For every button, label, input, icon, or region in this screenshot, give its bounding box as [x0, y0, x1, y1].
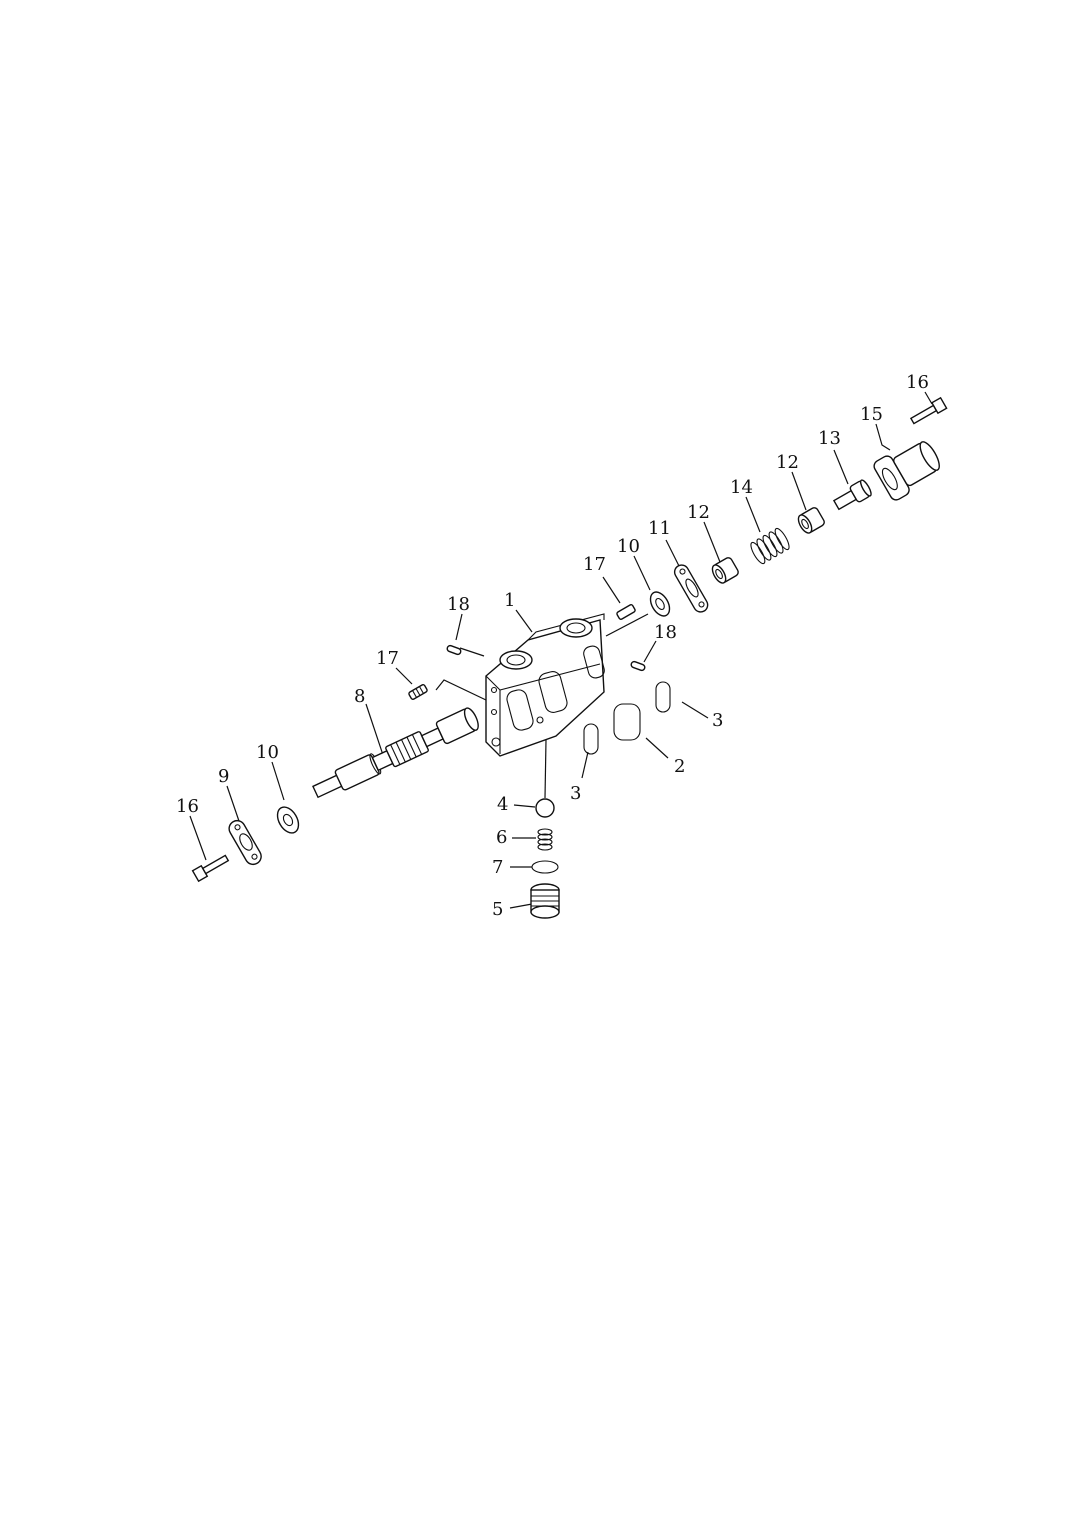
spool-icon: [312, 707, 479, 799]
plate-icon: [673, 564, 709, 613]
plug-icon: [408, 684, 428, 700]
spring-seat-icon: [797, 507, 825, 534]
callout-label: 18: [654, 622, 677, 643]
spool-cover-icon: [873, 441, 940, 501]
seal-icon: [649, 591, 671, 617]
callout-label: 6: [496, 827, 507, 848]
spring-icon: [750, 527, 790, 565]
plug-icon: [616, 604, 636, 620]
callout-label: 2: [674, 756, 685, 777]
stopper-icon: [832, 479, 872, 511]
callout-label: 18: [447, 594, 470, 615]
callout-label: 4: [497, 794, 508, 815]
callout-label: 17: [583, 554, 606, 575]
square-ring-icon: [613, 703, 641, 741]
callout-label: 7: [492, 857, 503, 878]
o-ring-icon: [655, 681, 671, 713]
plug-icon: [530, 883, 560, 919]
callout-label: 16: [906, 372, 929, 393]
callout-label: 3: [712, 710, 723, 731]
callout-label: 12: [687, 502, 710, 523]
callout-label: 10: [617, 536, 640, 557]
callout-label: 3: [570, 783, 581, 804]
callout-label: 14: [730, 477, 753, 498]
valve-body-icon: [485, 613, 605, 757]
bolt-icon: [909, 396, 948, 425]
callout-label: 13: [818, 428, 841, 449]
seal-icon: [276, 806, 300, 834]
bolt-icon: [191, 854, 230, 883]
callout-label: 17: [376, 648, 399, 669]
spring-icon: [537, 828, 553, 851]
o-ring-icon: [531, 860, 559, 874]
pin-icon: [630, 660, 646, 672]
ball-icon: [535, 798, 555, 818]
callout-label: 15: [860, 404, 883, 425]
pin-icon: [446, 644, 462, 656]
plate-icon: [228, 819, 262, 866]
callout-label: 8: [354, 686, 365, 707]
callout-label: 9: [218, 766, 229, 787]
parts: [191, 396, 948, 919]
callout-labels: 16 15 13 12 14 12 11 10 17 18 1 18 17 8 …: [176, 372, 929, 920]
callout-label: 10: [256, 742, 279, 763]
callout-label: 12: [776, 452, 799, 473]
spring-seat-icon: [711, 557, 739, 584]
o-ring-icon: [583, 723, 599, 755]
callout-label: 11: [648, 518, 671, 539]
callout-label: 1: [504, 590, 515, 611]
leader-lines: [189, 391, 933, 909]
callout-label: 16: [176, 796, 199, 817]
callout-label: 5: [492, 899, 503, 920]
